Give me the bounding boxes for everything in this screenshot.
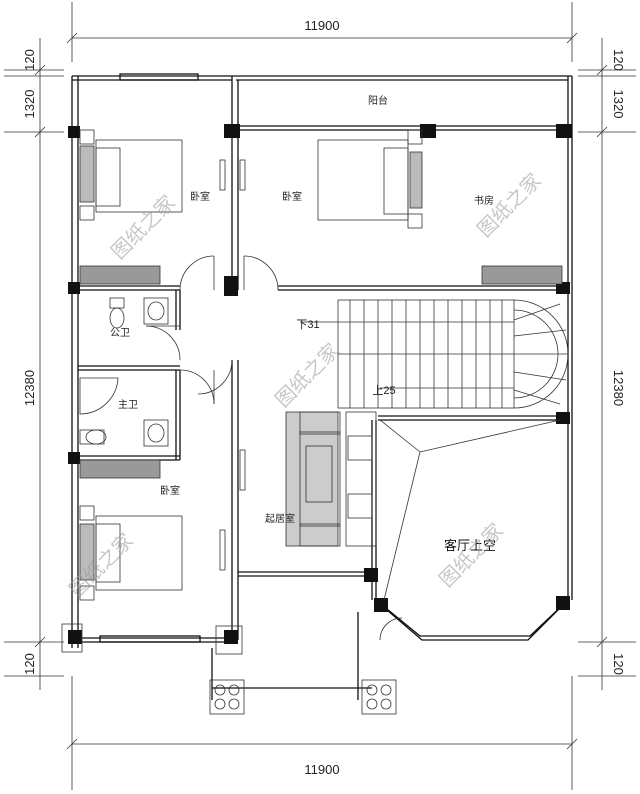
furniture-wardrobes — [79, 265, 563, 479]
label-stair-up: 上25 — [372, 384, 395, 397]
label-family-room: 起居室 — [265, 512, 295, 525]
furniture-beds — [79, 129, 423, 601]
dim-right-top-offset: 120 — [611, 49, 626, 71]
watermark-3: 图纸之家 — [270, 338, 344, 412]
watermark-5: 图纸之家 — [434, 518, 508, 592]
furniture-sofa-set — [285, 411, 377, 547]
porch-pillars — [61, 623, 397, 715]
label-public-bath: 公卫 — [110, 328, 130, 339]
label-balcony: 阳台 — [368, 94, 388, 107]
doors — [145, 159, 403, 641]
dim-top-total: 11900 — [304, 18, 339, 33]
walls — [71, 73, 573, 700]
label-bedroom-center: 卧室 — [282, 190, 302, 203]
watermark-1: 图纸之家 — [106, 190, 180, 264]
label-bedroom-nw: 卧室 — [190, 190, 210, 203]
sanitary-fixtures — [79, 297, 169, 447]
dim-bottom-total: 11900 — [304, 762, 339, 777]
watermark-4: 图纸之家 — [64, 528, 138, 602]
dim-left-bottom-offset: 120 — [22, 653, 37, 675]
dim-right-main: 12380 — [611, 370, 626, 406]
label-bedroom-sw: 卧室 — [160, 484, 180, 497]
dim-left-top-offset: 120 — [22, 49, 37, 71]
living-void-outline — [379, 419, 561, 601]
label-living-void: 客厅上空 — [444, 538, 496, 554]
structural-columns — [68, 124, 572, 644]
dim-right-upper: 1320 — [611, 90, 626, 119]
dimension-lines — [4, 2, 636, 790]
label-study: 书房 — [474, 194, 494, 207]
dim-left-upper: 1320 — [22, 90, 37, 119]
label-master-bath: 主卫 — [118, 399, 138, 411]
dim-left-main: 12380 — [22, 370, 37, 406]
label-stair-down: 下31 — [296, 319, 319, 331]
staircase — [300, 299, 569, 409]
dim-right-bottom-offset: 120 — [611, 653, 626, 675]
